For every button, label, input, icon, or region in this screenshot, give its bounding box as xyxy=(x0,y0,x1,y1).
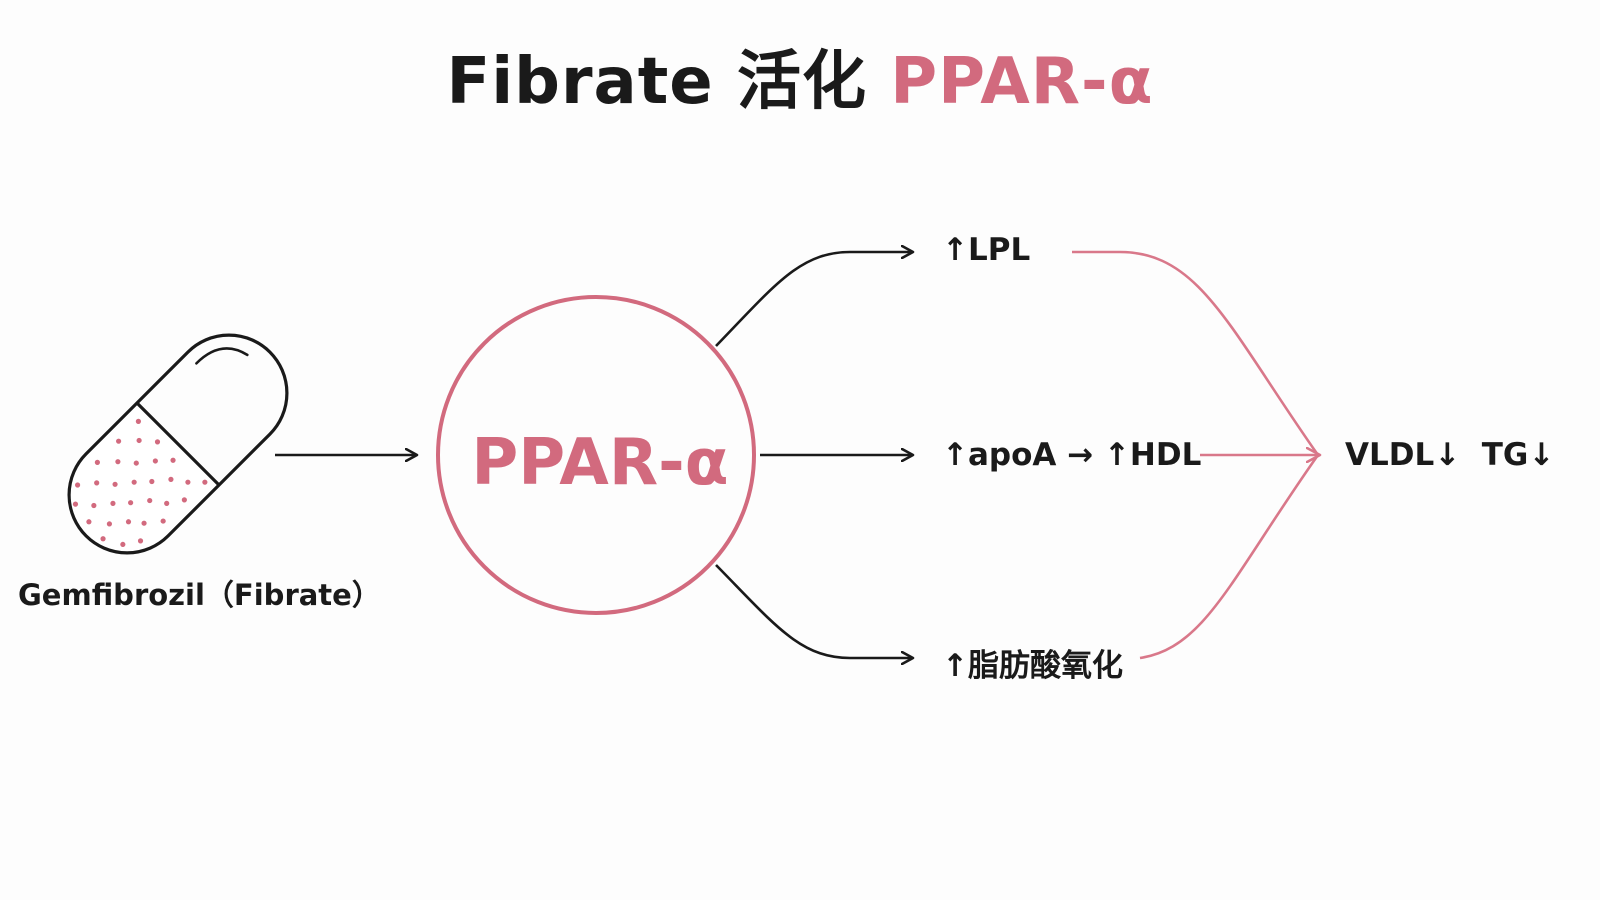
pink-arrow-from-fao xyxy=(1139,454,1320,660)
outcome-label: VLDL↓ TG↓ xyxy=(1345,437,1555,473)
title-accent: PPAR-α xyxy=(890,45,1154,119)
page-title: Fibrate 活化 PPAR-α xyxy=(0,30,1600,122)
arrow-to-lpl xyxy=(715,252,913,347)
pink-arrow-from-lpl xyxy=(1072,250,1320,456)
title-main: Fibrate 活化 xyxy=(446,45,891,119)
effect-lpl: ↑LPL xyxy=(942,232,1031,268)
receptor-label: PPAR-α xyxy=(471,426,728,500)
arrow-to-fao xyxy=(715,564,913,658)
capsule-icon xyxy=(45,333,289,577)
capsule-dots xyxy=(72,418,208,548)
drug-label: Gemfibrozil（Fibrate） xyxy=(18,578,381,612)
receptor-circle xyxy=(436,295,756,615)
effect-fatty-acid-oxidation: ↑脂肪酸氧化 xyxy=(942,648,1123,684)
effect-apoa-hdl: ↑apoA → ↑HDL xyxy=(942,437,1202,473)
